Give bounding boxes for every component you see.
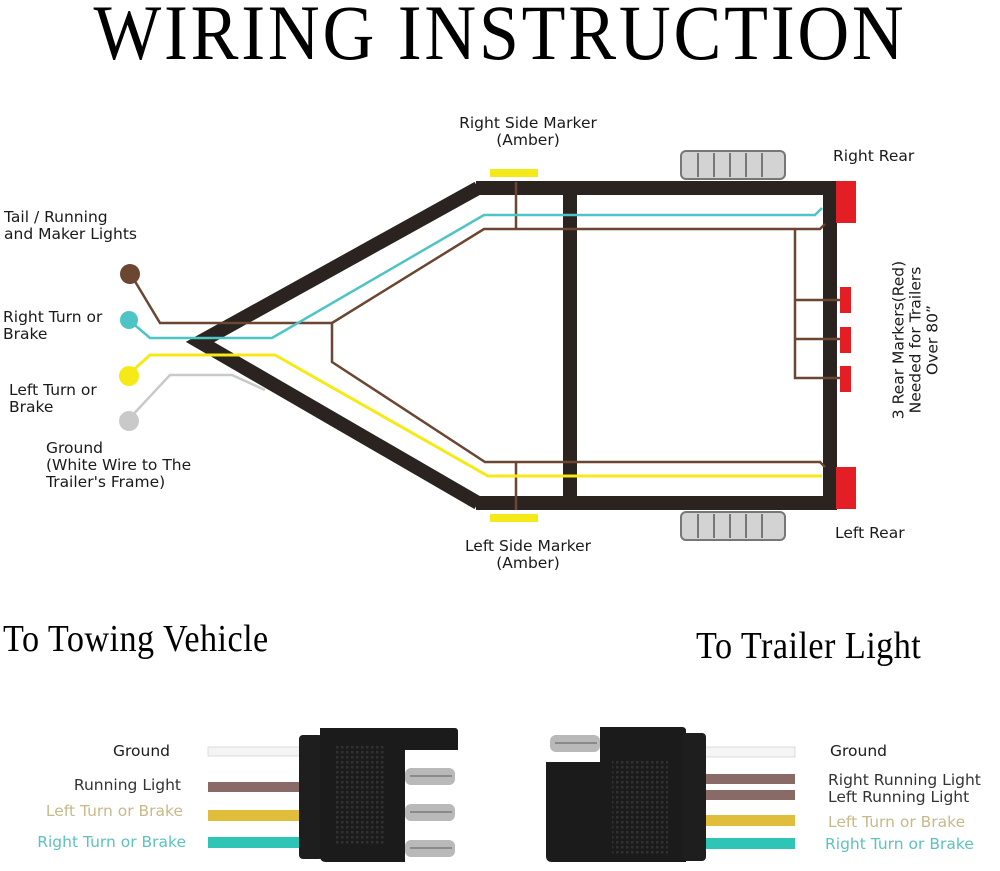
towing-label-right-turn: Right Turn or Brake: [37, 833, 186, 851]
towing-vehicle-heading: To Towing Vehicle: [3, 618, 269, 660]
trailer-wire-right-running: [700, 774, 795, 784]
teal-wire-terminal: [120, 311, 138, 329]
rear-marker-light-1: [840, 287, 851, 313]
ground-label-line2: (White Wire to The: [46, 456, 192, 474]
rear-markers-note-line1: 3 Rear Markers(Red): [889, 260, 908, 420]
brown-running-wire: [128, 182, 840, 510]
left-rear-label: Left Rear: [835, 524, 905, 542]
yellow-left-turn-wire: [126, 353, 822, 478]
towing-connector-body: [299, 735, 323, 859]
yellow-wire-terminal: [119, 366, 139, 386]
towing-wire-right-turn: [208, 837, 304, 848]
ground-label: Ground (White Wire to The Trailer's Fram…: [46, 440, 191, 491]
towing-wire-running: [208, 782, 304, 792]
rear-markers-note-line3: Over 80”: [923, 305, 942, 375]
right-turn-label-line2: Brake: [3, 325, 48, 343]
left-side-marker-light: [490, 514, 538, 522]
trailer-light-heading: To Trailer Light: [696, 625, 922, 667]
trailer-wire-left-running: [700, 790, 795, 800]
towing-vehicle-connector: [207, 728, 458, 862]
left-fender: [680, 511, 786, 541]
right-side-marker-label-line1: Right Side Marker: [459, 114, 597, 132]
trailer-label-left-running: Left Running Light: [828, 788, 970, 806]
right-rear-light: [836, 181, 856, 223]
right-turn-label: Right Turn or Brake: [3, 309, 102, 343]
right-fender: [680, 150, 786, 180]
left-rear-light: [836, 467, 856, 509]
tail-running-label-line1: Tail / Running: [4, 208, 108, 226]
left-turn-label-line2: Brake: [9, 398, 54, 416]
ground-label-line3: Trailer's Frame): [46, 473, 166, 491]
towing-label-running: Running Light: [73, 776, 181, 794]
trailer-label-right-turn: Right Turn or Brake: [825, 835, 974, 853]
right-turn-label-line1: Right Turn or: [3, 308, 103, 326]
rear-marker-light-2: [840, 327, 851, 353]
right-rear-label: Right Rear: [833, 147, 915, 165]
rear-marker-light-3: [840, 366, 851, 392]
teal-right-turn-wire: [129, 207, 823, 340]
right-side-marker-light: [490, 169, 538, 177]
rear-markers-note-line2: Needed for Trailers: [906, 266, 925, 414]
right-side-marker-label-line2: (Amber): [496, 131, 560, 149]
trailer-label-ground: Ground: [830, 742, 888, 760]
tail-running-label-line2: and Maker Lights: [4, 225, 137, 243]
trailer-label-right-running: Right Running Light: [828, 771, 981, 789]
towing-label-ground: Ground: [112, 742, 170, 760]
rear-markers-note: 3 Rear Markers(Red) Needed for Trailers …: [889, 240, 942, 440]
gray-ground-wire: [127, 373, 266, 421]
gray-wire-terminal: [119, 411, 139, 431]
left-side-marker-label-line2: (Amber): [496, 554, 560, 572]
trailer-frame: [185, 181, 837, 510]
tail-running-label: Tail / Running and Maker Lights: [4, 209, 137, 243]
brown-wire-terminal: [120, 264, 140, 284]
page-title: WIRING INSTRUCTION: [93, 0, 907, 76]
left-side-marker-label: Left Side Marker (Amber): [448, 538, 608, 572]
trailer-wire-right-turn: [700, 838, 795, 849]
trailer-wire-ground: [699, 746, 796, 758]
towing-connector-pins: [405, 768, 455, 857]
trailer-wire-left-turn: [700, 815, 795, 826]
right-side-marker-label: Right Side Marker (Amber): [448, 115, 608, 149]
left-turn-label: Left Turn or Brake: [9, 382, 97, 416]
left-side-marker-label-line1: Left Side Marker: [464, 537, 592, 555]
towing-label-left-turn: Left Turn or Brake: [45, 802, 183, 820]
trailer-light-connector: [546, 727, 796, 862]
left-turn-label-line1: Left Turn or: [9, 381, 97, 399]
towing-wire-ground: [207, 746, 305, 757]
towing-wire-left-turn: [208, 810, 304, 821]
ground-label-line1: Ground: [46, 439, 104, 457]
trailer-label-left-turn: Left Turn or Brake: [828, 813, 966, 831]
